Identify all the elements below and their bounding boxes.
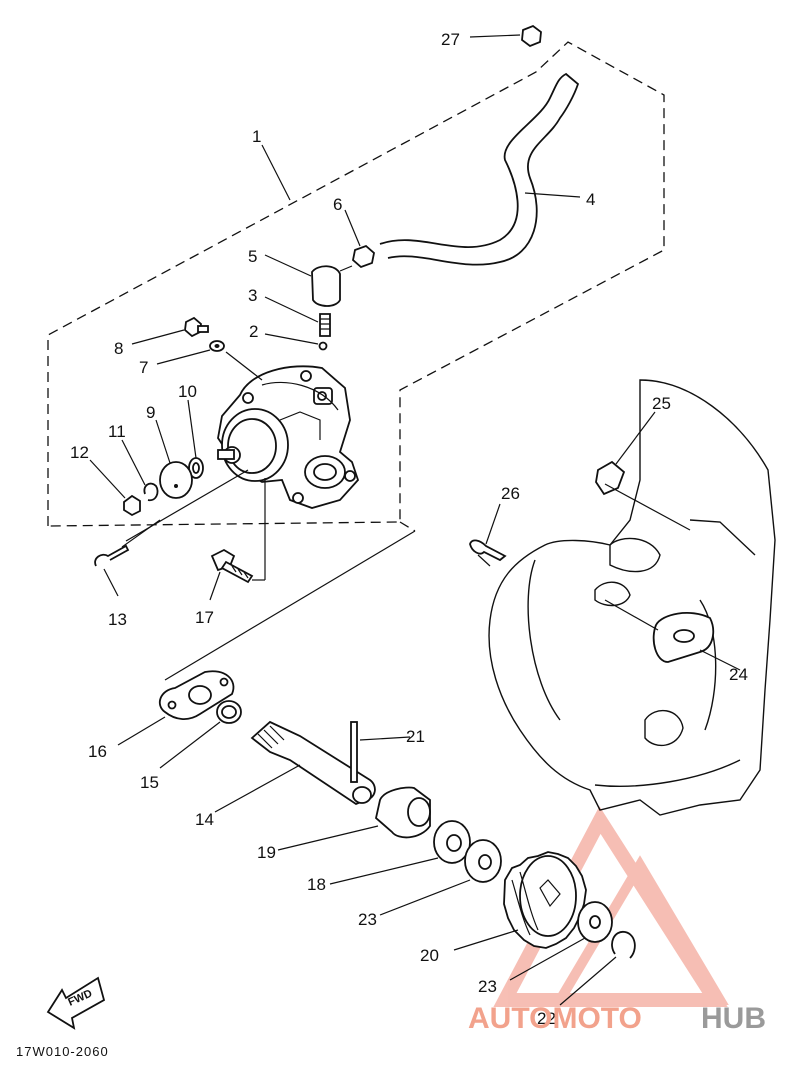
label-part-14: 14 (195, 810, 214, 829)
label-part-9: 9 (146, 403, 155, 422)
oil-pump-body (217, 351, 360, 509)
label-part-10: 10 (178, 382, 197, 401)
part-25-clip (595, 411, 691, 531)
watermark-brand-part1: AUTOMOTO (468, 1002, 642, 1035)
label-part-24: 24 (729, 665, 748, 684)
label-part-16: 16 (88, 742, 107, 761)
label-part-23a: 23 (358, 910, 377, 929)
label-part-20: 20 (420, 946, 439, 965)
part-16-gasket (117, 670, 235, 746)
watermark-brand-part2: HUB (701, 1002, 766, 1035)
part-23-washer-upper (379, 839, 502, 916)
label-part-23b: 23 (478, 977, 497, 996)
part-22-circlip (559, 931, 636, 1006)
label-part-15: 15 (140, 773, 159, 792)
label-part-27: 27 (441, 30, 460, 49)
label-part-5: 5 (248, 247, 257, 266)
assembly-outline (47, 41, 665, 681)
label-part-13: 13 (108, 610, 127, 629)
label-part-6: 6 (333, 195, 342, 214)
part-4-hose (379, 72, 581, 266)
label-part-22: 22 (537, 1009, 556, 1028)
part-9-gear (155, 419, 193, 499)
part-3-spring (264, 296, 331, 337)
crankcase-outline (488, 379, 776, 816)
part-14-shaft (214, 720, 376, 813)
part-1-leader (261, 144, 291, 201)
part-5-fitting (264, 254, 353, 307)
part-6-clamp (344, 209, 375, 269)
label-part-19: 19 (257, 843, 276, 862)
part-10-seal (187, 399, 204, 479)
label-part-18: 18 (307, 875, 326, 894)
label-part-21: 21 (406, 727, 425, 746)
label-part-8: 8 (114, 339, 123, 358)
label-part-11: 11 (108, 422, 126, 441)
label-part-26: 26 (501, 484, 520, 503)
part-21-pin (350, 721, 411, 783)
label-part-4: 4 (586, 190, 595, 209)
part-27-nut (469, 24, 542, 48)
part-23-washer-lower (509, 901, 613, 981)
label-part-12: 12 (70, 443, 89, 462)
part-12-nut (89, 459, 141, 517)
part-20-gear (453, 851, 587, 951)
label-part-2: 2 (249, 322, 258, 341)
label-part-17: 17 (195, 608, 214, 627)
part-17-screw (209, 478, 266, 601)
part-26-pin (469, 503, 507, 567)
diagram-code: 17W010-2060 (16, 1044, 109, 1059)
label-part-1: 1 (252, 127, 261, 146)
fwd-arrow-icon: FWD (46, 976, 106, 1030)
label-part-7: 7 (139, 358, 148, 377)
label-part-3: 3 (248, 286, 257, 305)
part-2-ball (264, 333, 328, 351)
part-15-oring (159, 700, 242, 769)
part-7-washer (156, 340, 225, 365)
label-part-25: 25 (652, 394, 671, 413)
part-13-pin (94, 469, 249, 597)
part-11-circlip (121, 439, 159, 502)
part-18-washer (329, 820, 471, 885)
part-24-plate (604, 599, 741, 671)
part-8-bolt (131, 316, 209, 345)
part-19-bushing (277, 786, 431, 851)
